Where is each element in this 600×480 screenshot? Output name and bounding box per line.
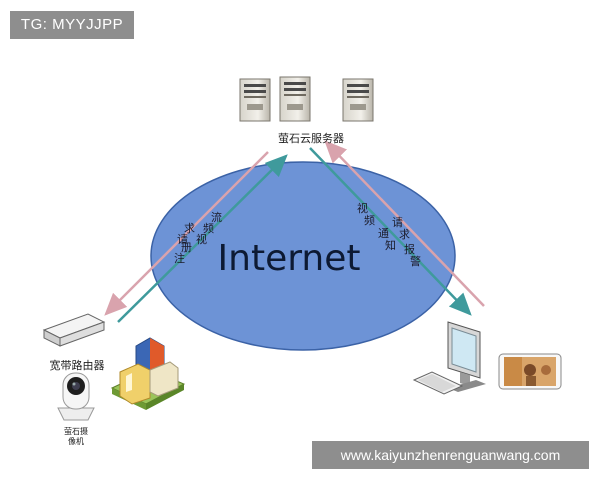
left-label-char: 视 (196, 232, 207, 246)
left-label-char: 注 (174, 251, 185, 265)
arrow-request-alarm (324, 140, 485, 307)
watermark-top-badge: TG: MYYJJPP (10, 11, 134, 39)
camera-label-line1: 萤石摄 (64, 426, 88, 436)
internet-label: Internet (218, 238, 361, 279)
camera-icon (57, 372, 95, 421)
right-label-char: 求 (399, 228, 410, 241)
left-label-char: 请 (177, 233, 188, 246)
camera-label-line2: 像机 (68, 436, 84, 446)
right-label-char: 报 (404, 242, 415, 256)
building-icon (110, 337, 186, 410)
server-icon (239, 76, 374, 122)
internet-cloud (150, 161, 456, 351)
server-label: 萤石云服务器 (278, 132, 344, 145)
right-label-char: 请 (392, 216, 403, 229)
right-label-char: 警 (410, 254, 421, 268)
right-label-char: 视 (357, 201, 368, 215)
right-label-char: 通 (378, 227, 389, 240)
left-label-char: 册 (181, 241, 192, 254)
computer-icon (412, 321, 486, 395)
arrow-video-stream (117, 154, 288, 323)
phone-icon (498, 353, 562, 390)
router-label: 宽带路由器 (50, 358, 105, 372)
left-label-char: 频 (203, 221, 214, 235)
left-label-char: 流 (211, 210, 222, 224)
right-label-char: 频 (364, 213, 375, 227)
router-icon (42, 313, 106, 347)
right-label-char: 知 (385, 238, 396, 252)
arrow-request-register (104, 151, 269, 316)
watermark-bottom-badge: www.kaiyunzhenrenguanwang.com (312, 441, 589, 469)
arrow-video-notify (309, 147, 472, 316)
left-label-char: 求 (184, 222, 195, 235)
